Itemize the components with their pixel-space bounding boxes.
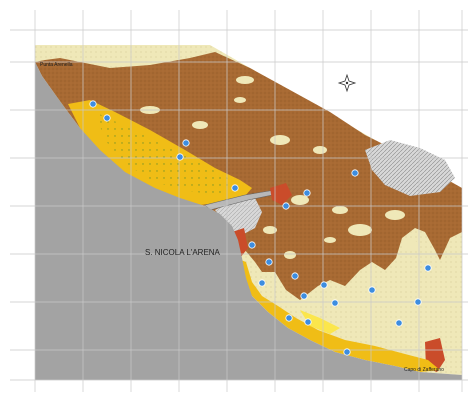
survey-marker bbox=[182, 139, 190, 147]
survey-marker bbox=[304, 318, 312, 326]
cream-patch bbox=[332, 206, 348, 214]
survey-marker bbox=[176, 153, 184, 161]
cream-patch bbox=[270, 135, 290, 145]
town-label: S. NICOLA L'ARENA bbox=[145, 248, 221, 257]
brown-unit-texture bbox=[35, 52, 462, 300]
cream-patch bbox=[284, 251, 296, 259]
north-beach-vegetation bbox=[95, 112, 235, 195]
survey-marker bbox=[103, 114, 111, 122]
cream-patch bbox=[263, 226, 277, 234]
survey-marker bbox=[291, 272, 299, 280]
survey-marker bbox=[282, 202, 290, 210]
survey-marker bbox=[300, 292, 308, 300]
cream-patch bbox=[234, 97, 246, 103]
survey-marker bbox=[265, 258, 273, 266]
compass-rose-icon bbox=[337, 73, 357, 93]
cream-patch bbox=[291, 195, 309, 205]
cream-patch bbox=[313, 146, 327, 154]
cream-patch bbox=[192, 121, 208, 129]
survey-marker bbox=[89, 100, 97, 108]
cream-patch bbox=[385, 210, 405, 220]
cream-patch bbox=[348, 224, 372, 236]
survey-marker bbox=[331, 299, 339, 307]
survey-marker bbox=[351, 169, 359, 177]
cream-patches bbox=[106, 76, 418, 259]
north-point-label: Punta Arenella bbox=[40, 62, 73, 68]
survey-marker bbox=[303, 189, 311, 197]
south-point-label: Capo di Zafferano bbox=[404, 367, 444, 373]
outcrop-texture bbox=[365, 140, 455, 196]
survey-marker bbox=[395, 319, 403, 327]
cream-patch bbox=[236, 76, 254, 84]
survey-marker bbox=[285, 314, 293, 322]
survey-marker bbox=[368, 286, 376, 294]
red-unit-harbor bbox=[270, 183, 292, 205]
survey-marker bbox=[258, 279, 266, 287]
south-bright-strip bbox=[300, 310, 340, 334]
survey-marker bbox=[231, 184, 239, 192]
cream-patch bbox=[402, 240, 418, 250]
map-grid bbox=[10, 10, 468, 392]
survey-markers bbox=[89, 100, 432, 356]
survey-marker bbox=[424, 264, 432, 272]
survey-marker bbox=[320, 281, 328, 289]
survey-marker bbox=[414, 298, 422, 306]
survey-marker bbox=[343, 348, 351, 356]
survey-marker bbox=[248, 241, 256, 249]
sea bbox=[35, 62, 462, 380]
cream-patch bbox=[324, 237, 336, 243]
south-sand-beach bbox=[236, 258, 440, 372]
